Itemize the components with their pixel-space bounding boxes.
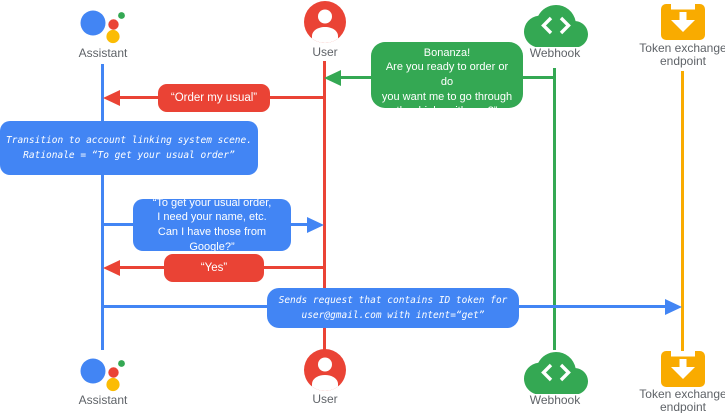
webhook-icon [524,352,589,395]
token-endpoint-label-bottom: Token exchange endpoint [639,387,725,413]
message-sends-request: Sends request that contains ID token for… [267,288,519,328]
assistant-label-top: Assistant [78,46,128,60]
webhook-label-bottom: Webhook [529,393,581,407]
webhook-icon [524,4,589,48]
token-endpoint-label-top: Token exchange endpoint [639,41,725,69]
assistant-icon [75,350,131,396]
arrow-sends-request-head [665,298,682,315]
user-icon [304,1,346,43]
arrow-yes-head [103,259,120,276]
user-lifeline [323,61,326,352]
arrow-welcome-head [324,69,341,86]
arrow-order-usual-head [103,89,120,106]
message-need-info: “To get your usual order, I need your na… [133,197,291,253]
assistant-icon [75,2,131,48]
assistant-lifeline [101,64,104,350]
message-transition-note: Transition to account linking system sce… [0,121,258,175]
token-exchange-endpoint-icon [661,350,705,388]
user-label-bottom: User [312,392,338,406]
arrow-need-info-head [307,216,324,233]
message-welcome: “Welcome to Boba Bonanza! Are you ready … [371,32,523,117]
user-icon [304,349,346,391]
token-endpoint-lifeline [681,71,684,352]
message-order-usual: “Order my usual” [158,84,270,112]
token-exchange-endpoint-icon [661,3,705,41]
webhook-lifeline [553,68,556,350]
user-label-top: User [312,45,338,59]
assistant-label-bottom: Assistant [78,393,128,407]
webhook-label-top: Webhook [529,46,581,60]
message-yes: “Yes” [164,254,264,282]
